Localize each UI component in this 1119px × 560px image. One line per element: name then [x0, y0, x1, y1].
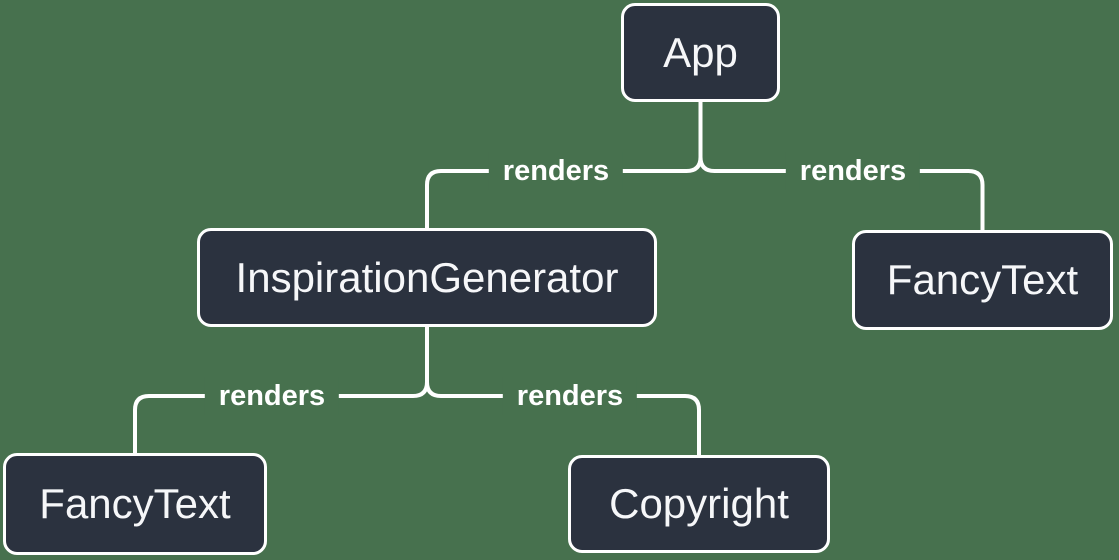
edge-label-inspiration-generator-to-copyright: renders [502, 377, 638, 415]
edge-label-inspiration-generator-to-fancy-text-bottom: renders [204, 377, 340, 415]
edge-label-app-to-fancy-text-top: renders [785, 152, 921, 190]
node-copyright: Copyright [568, 455, 830, 553]
node-app: App [621, 3, 780, 102]
node-fancy-text-bottom: FancyText [3, 453, 267, 555]
node-inspiration-generator: InspirationGenerator [197, 228, 657, 327]
edge-label-app-to-inspiration-generator: renders [488, 152, 624, 190]
node-fancy-text-top: FancyText [852, 230, 1113, 330]
